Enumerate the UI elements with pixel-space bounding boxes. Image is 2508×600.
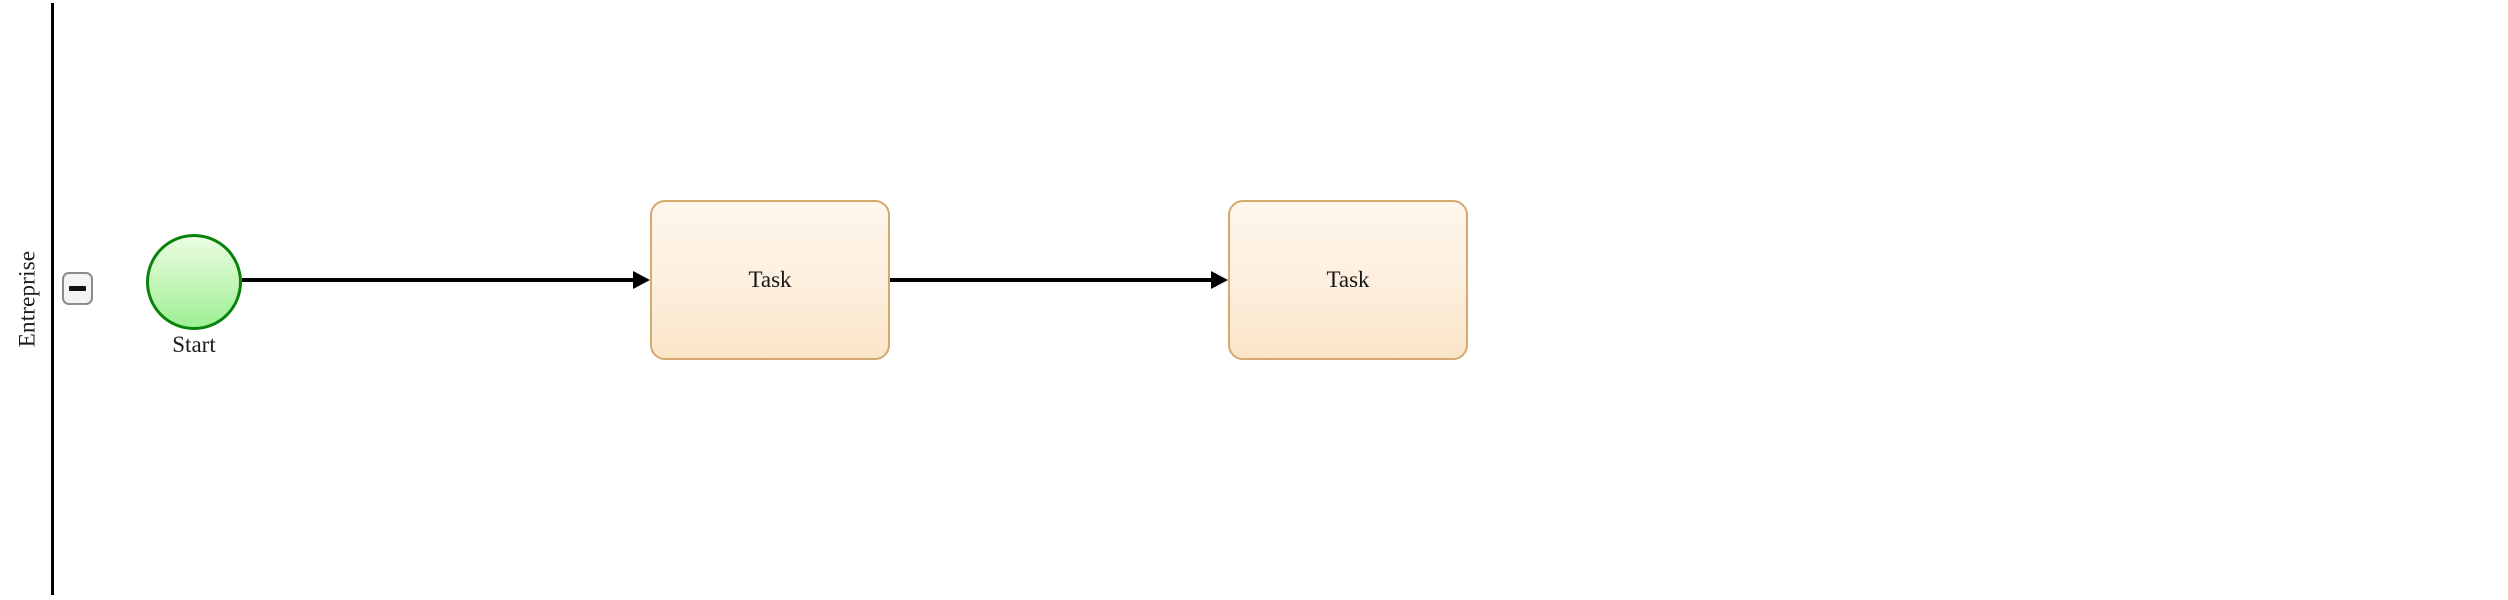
start-event-label: Start xyxy=(172,332,216,357)
start-event-node[interactable] xyxy=(146,234,242,330)
arrowhead-icon xyxy=(1211,271,1228,289)
task-node-2[interactable]: Task xyxy=(1228,200,1468,360)
task-label: Task xyxy=(748,267,792,293)
flow-line xyxy=(890,278,1211,282)
arrowhead-icon xyxy=(633,271,650,289)
task-node-1[interactable]: Task xyxy=(650,200,890,360)
task-label: Task xyxy=(1326,267,1370,293)
lane-collapse-toggle[interactable] xyxy=(62,272,93,305)
flow-line xyxy=(242,278,633,282)
sequence-flow-task-1-to-task-2[interactable] xyxy=(890,271,1228,289)
sequence-flow-start-to-task-1[interactable] xyxy=(242,271,650,289)
lane-header-entreprise[interactable]: Entreprise xyxy=(3,3,54,595)
minus-icon xyxy=(69,286,86,291)
lane-header-label: Entreprise xyxy=(14,250,40,348)
